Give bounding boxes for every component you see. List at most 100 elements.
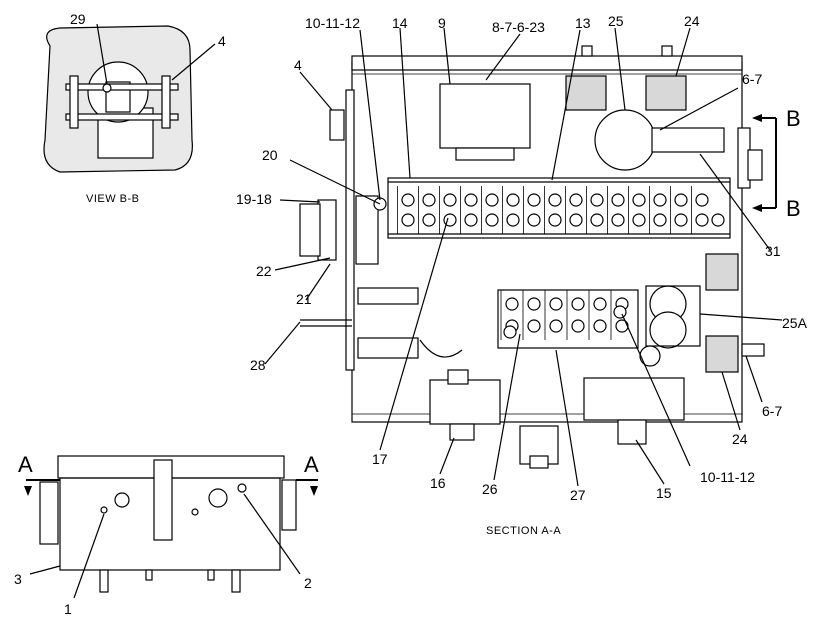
grommet-outer (299, 203, 321, 257)
cable-bend (419, 339, 463, 358)
terminal-screw-icon (611, 213, 625, 227)
terminal-screw-icon (401, 213, 415, 227)
callout-1: 1 (64, 601, 72, 617)
relay-9-base (455, 147, 515, 161)
switch-16-stem (449, 423, 475, 441)
terminal-screw-icon (695, 193, 709, 207)
terminal-screw-icon (527, 319, 541, 333)
callout-2: 2 (304, 575, 312, 591)
arrow-down-icon (24, 486, 32, 496)
callout-16: 16 (430, 475, 446, 491)
callout-15: 15 (656, 485, 672, 501)
b-bolt (747, 149, 763, 181)
relay-25a-lower (649, 311, 687, 349)
terminal-screw-icon (548, 213, 562, 227)
callout-21: 21 (296, 291, 312, 307)
terminal-screw-icon (590, 193, 604, 207)
terminal-screw-icon (485, 193, 499, 207)
side-view-foot-4 (207, 569, 215, 581)
callout-4-left: 4 (294, 57, 302, 73)
callout-22: 22 (256, 263, 272, 279)
callout-6-7-top: 6-7 (742, 71, 762, 87)
terminal-screw-icon (464, 213, 478, 227)
side-view-foot-2 (231, 569, 241, 593)
terminal-screw-icon (593, 297, 607, 311)
view-bb-screw-icon (102, 83, 112, 93)
callout-17: 17 (372, 451, 388, 467)
connector-body (355, 195, 379, 265)
terminal-screw-icon (695, 213, 709, 227)
callout-27: 27 (570, 487, 586, 503)
side-view-left-tab (39, 481, 59, 545)
callout-13: 13 (575, 15, 591, 31)
view-marker-bb: B B (752, 106, 801, 221)
leader-lines (264, 27, 783, 487)
callout-4-view-bb: 4 (218, 33, 226, 49)
terminal-screw-icon (611, 193, 625, 207)
side-view-foot-1 (99, 569, 109, 593)
relay-25-arm (651, 127, 725, 153)
terminal-screw-icon (549, 319, 563, 333)
strip-27-mount-screw-left (503, 325, 517, 339)
terminal-screw-icon (569, 193, 583, 207)
terminal-strip-27 (497, 289, 639, 349)
connector-bottom-plug (529, 455, 549, 469)
terminal-screw-icon (527, 193, 541, 207)
terminal-screw-icon (506, 193, 520, 207)
callout-26: 26 (482, 481, 498, 497)
side-view-handle (153, 459, 173, 541)
terminal-screw-icon (571, 297, 585, 311)
marker-a-left: A (18, 452, 33, 477)
fuse-block-lower (705, 335, 739, 373)
callout-10-11-12-bottom: 10-11-12 (700, 469, 755, 485)
stud-6-7-bottom (741, 343, 765, 357)
side-view-port-1 (114, 492, 130, 508)
enclosure-top-rail (351, 55, 743, 71)
relay-25a-housing (645, 285, 701, 347)
side-view-screw-3 (191, 508, 199, 516)
terminal-screw-icon (674, 213, 688, 227)
terminal-screw-icon (527, 213, 541, 227)
view-bb-bolt-right (161, 75, 171, 129)
grommet-ring (317, 199, 337, 261)
side-view-foot-3 (145, 569, 153, 581)
arrow-head-icon (752, 114, 762, 122)
callout-25a: 25A (782, 315, 808, 331)
arrow-down-icon (310, 486, 318, 496)
view-bb-bolt-left (69, 75, 79, 129)
top-clip-left (581, 45, 593, 57)
terminal-screw-icon (653, 213, 667, 227)
terminal-screw-icon (549, 297, 563, 311)
fuse-block-mid (705, 253, 739, 291)
view-bb-caption: VIEW B-B (86, 193, 140, 205)
terminal-screw-icon (464, 193, 478, 207)
terminal-screw-icon (485, 213, 499, 227)
callout-8-7-6-23: 8-7-6-23 (492, 19, 545, 35)
terminal-screw-icon (615, 319, 629, 333)
arrow-head-icon (752, 204, 762, 212)
callout-28: 28 (250, 357, 266, 373)
callout-14: 14 (392, 15, 408, 31)
callout-31: 31 (765, 243, 781, 259)
enclosure-box (351, 61, 743, 423)
fuse-block-top-left (565, 75, 607, 111)
bolt-4-left (329, 109, 345, 141)
terminal-screw-icon (653, 193, 667, 207)
terminal-screw-icon (571, 319, 585, 333)
cable-lower (357, 337, 419, 359)
side-view: A A 3 1 2 (14, 452, 319, 617)
strip-27-mount-screw-right (613, 305, 627, 319)
terminal-screw-icon (422, 213, 436, 227)
callout-29: 29 (70, 11, 86, 27)
terminal-screw-icon (674, 193, 688, 207)
terminal-screw-icon (569, 213, 583, 227)
side-view-screw-1 (100, 506, 108, 514)
marker-b-top: B (786, 106, 801, 131)
component-15-stem (617, 419, 647, 445)
callout-25: 25 (608, 13, 624, 29)
side-view-right-tab (281, 479, 297, 531)
marker-b-bottom: B (786, 196, 801, 221)
switch-16-body (429, 379, 501, 425)
cable-clamp (357, 287, 419, 305)
